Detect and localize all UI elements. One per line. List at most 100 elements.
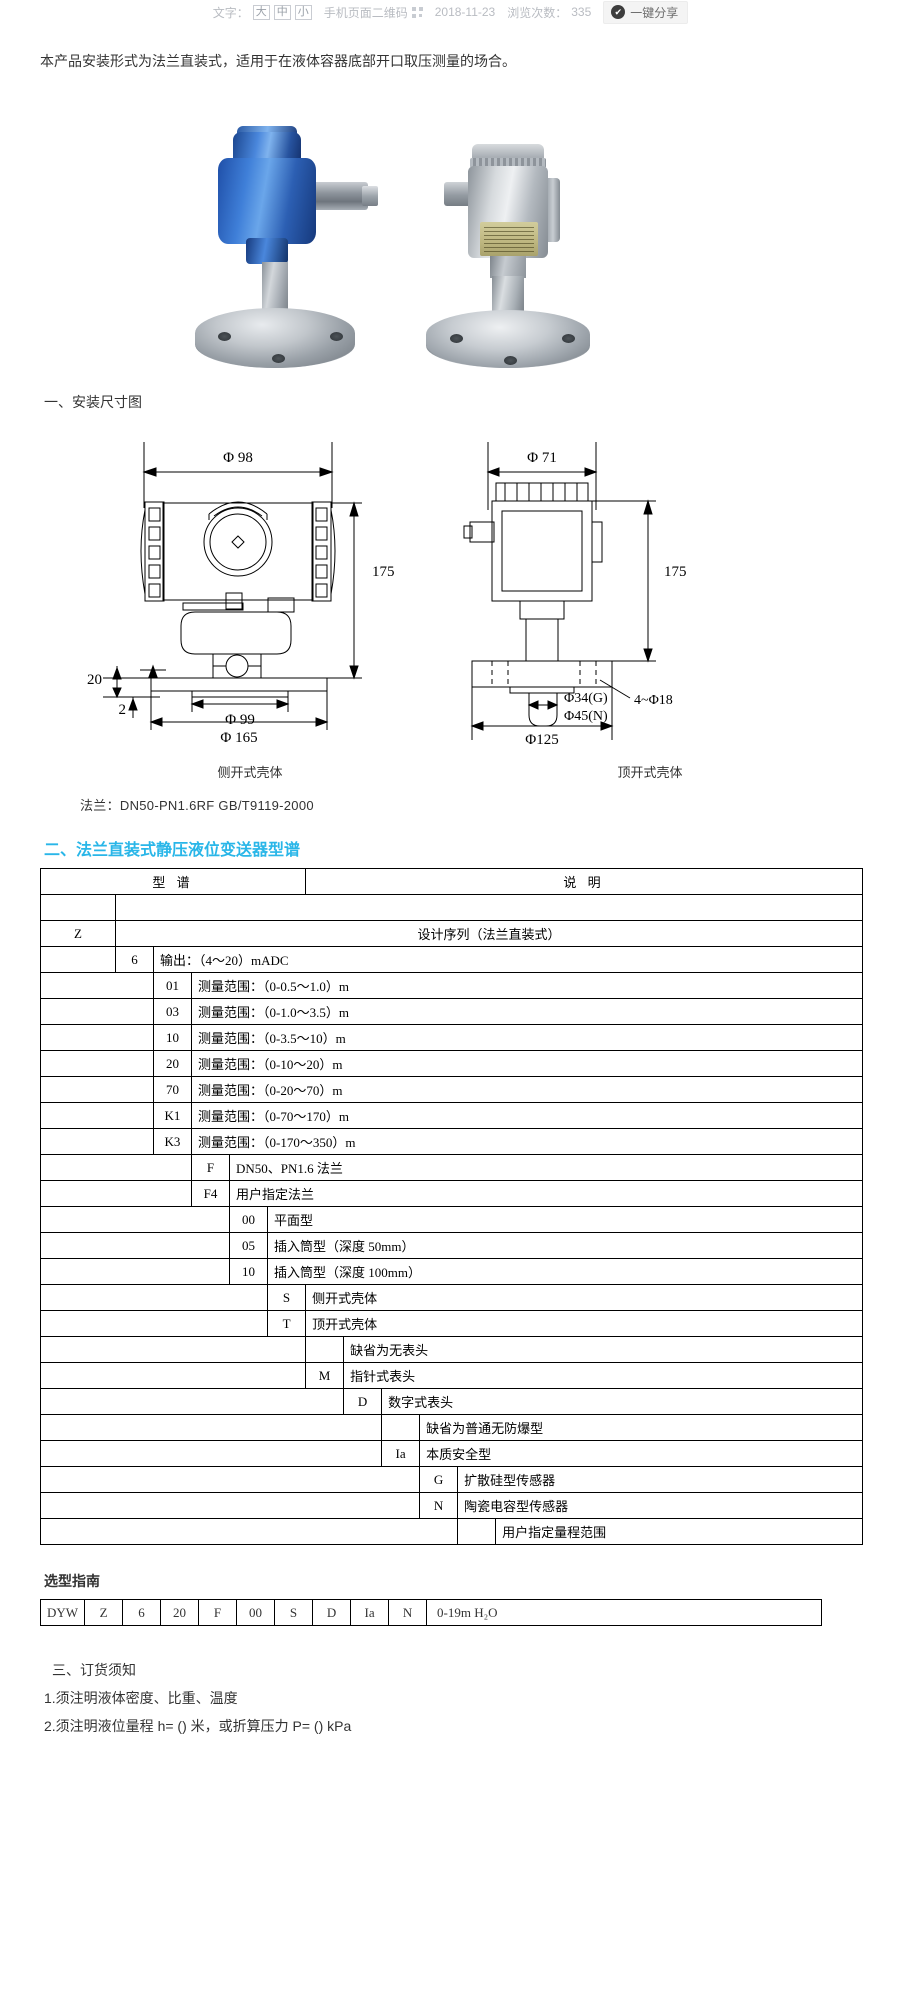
spacer-cell: [39, 1518, 459, 1546]
check-circle-icon: ✔: [611, 5, 626, 19]
blue-cable-port-tip: [362, 186, 378, 207]
model-code-cell: D: [343, 1388, 383, 1416]
view-counter-label: 浏览次数：: [507, 5, 568, 20]
table-row: 缺省为普通无防爆型: [39, 1414, 863, 1442]
table-row: 缺省为无表头: [39, 1336, 863, 1364]
guide-code-cell: N: [388, 1599, 428, 1627]
table-row: [40, 894, 863, 922]
font-size-large[interactable]: 大: [252, 4, 270, 20]
right-drawing-caption: 顶开式壳体: [617, 765, 683, 781]
guide-range-cell: 0-19m H₂O: [426, 1599, 823, 1627]
spacer-cell: [40, 1284, 268, 1312]
blue-neck: [246, 238, 288, 265]
font-size-control: 文字： 大 中 小: [213, 4, 312, 21]
order-section-heading: 三、订货须知: [52, 1662, 136, 1679]
guide-code-cell: DYW: [39, 1599, 86, 1627]
spacer-cell: [39, 1414, 383, 1442]
right-dim-top-dia: Φ 71: [527, 450, 557, 466]
model-code-cell: 05: [229, 1232, 268, 1260]
model-desc-cell: 用户指定量程范围: [495, 1518, 863, 1546]
table-header-row: 型 谱 说 明: [39, 868, 863, 896]
guide-code-cell: F: [198, 1599, 238, 1627]
blue-flange-hole: [330, 332, 343, 342]
spacer-cell: [39, 1440, 383, 1468]
model-code-cell: S: [266, 1284, 307, 1312]
guide-code-cell: D: [312, 1599, 352, 1627]
model-desc-cell: 测量范围：（0-1.0～3.5）m: [191, 998, 863, 1026]
left-dim-outer-dia: Φ 165: [220, 730, 257, 746]
spacer-cell: [40, 1180, 192, 1208]
mobile-qr[interactable]: 手机页面二维码: [324, 4, 423, 21]
spacer-cell: [40, 1128, 154, 1156]
model-desc-cell: 平面型: [267, 1206, 863, 1234]
model-desc-cell: 测量范围：（0-10～20）m: [191, 1050, 863, 1078]
guide-code-cell: 6: [122, 1599, 162, 1627]
spacer-cell: [40, 998, 154, 1026]
model-desc-cell: 测量范围：（0-170～350）m: [191, 1128, 863, 1156]
model-code-cell: F: [191, 1154, 230, 1182]
order-note-2: 2.须注明液位量程 h= () 米，或折算压力 P= () kPa: [44, 1718, 352, 1735]
model-code-cell: 10: [153, 1024, 192, 1052]
left-dim-bolt-circle: Φ 99: [225, 712, 255, 728]
model-code-cell: 00: [229, 1206, 268, 1234]
right-dim-height: 175: [664, 564, 687, 580]
model-desc-cell: 用户指定法兰: [229, 1180, 863, 1208]
model-code-cell: Ia: [381, 1440, 421, 1468]
grey-flange-hole: [504, 356, 517, 366]
grey-nameplate: [480, 222, 538, 257]
guide-code-cell: S: [274, 1599, 314, 1627]
model-code-cell: M: [305, 1362, 345, 1390]
right-dim-bolt-circle: Φ125: [525, 732, 558, 748]
blue-cable-port: [312, 182, 368, 211]
publish-date: 2018-11-23: [434, 5, 496, 19]
guide-section-heading: 选型指南: [44, 1573, 100, 1590]
spacer-cell: [39, 1362, 307, 1390]
grey-flange-hole: [450, 334, 463, 344]
guide-code-cell: 20: [160, 1599, 200, 1627]
font-size-medium[interactable]: 中: [273, 4, 291, 20]
left-dim-raised-face: 2: [119, 702, 127, 718]
font-size-small[interactable]: 小: [294, 4, 312, 20]
model-desc-cell: 指针式表头: [343, 1362, 863, 1390]
model-code-cell: G: [419, 1466, 459, 1494]
drawing-captions: 侧开式壳体 顶开式壳体: [40, 762, 861, 781]
model-code-cell: 6: [115, 946, 154, 974]
model-col-header: 型 谱: [39, 868, 307, 896]
model-desc-cell: 数字式表头: [381, 1388, 863, 1416]
model-section-heading: 二、法兰直装式静压液位变送器型谱: [44, 842, 301, 860]
model-desc-cell: 缺省为普通无防爆型: [419, 1414, 863, 1442]
spacer-cell: [40, 1050, 154, 1078]
spacer-cell: [40, 1206, 230, 1234]
model-desc-cell: 缺省为无表头: [343, 1336, 863, 1364]
model-code-cell: 10: [229, 1258, 268, 1286]
guide-code-cell: 00: [236, 1599, 276, 1627]
model-code-cell: T: [266, 1310, 307, 1338]
grey-stem: [492, 276, 524, 317]
ordering-notes: 三、订货须知 1.须注明液体密度、比重、温度 2.须注明液位量程 h= () 米…: [40, 1656, 861, 1740]
model-code-cell: Z: [40, 920, 116, 948]
table-row: 用户指定量程范围: [39, 1518, 863, 1546]
mobile-qr-label: 手机页面二维码: [323, 5, 408, 20]
share-button[interactable]: ✔ 一键分享: [603, 0, 689, 24]
model-code-cell: 03: [153, 998, 192, 1026]
model-desc-cell: 插入筒型（深度 50mm）: [267, 1232, 863, 1260]
spacer-cell: [40, 1154, 192, 1182]
spacer-cell: [39, 1466, 421, 1494]
spacer-cell: [39, 1492, 421, 1520]
